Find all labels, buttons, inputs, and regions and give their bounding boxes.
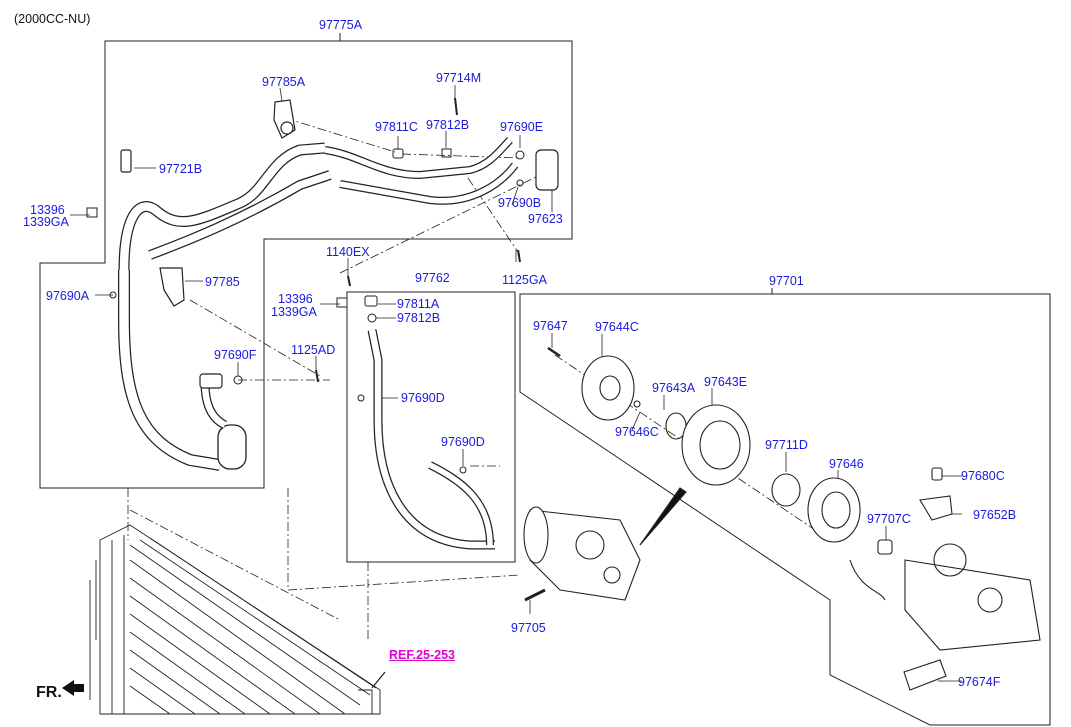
part-1339GA-a[interactable]: 1339GA — [23, 215, 69, 229]
part-13396-a[interactable]: 13396 — [30, 203, 65, 217]
group-97762[interactable]: 97762 — [415, 271, 450, 285]
part-97812B[interactable]: 97812B — [397, 311, 441, 325]
part-97811C[interactable]: 97811C — [375, 120, 418, 134]
part-97714M[interactable]: 97714M — [436, 71, 482, 85]
part-13396-b[interactable]: 13396 — [278, 292, 313, 306]
variant-label: (2000CC-NU) — [14, 12, 91, 26]
part-97705[interactable]: 97705 — [511, 621, 546, 635]
hose-97762-art — [315, 275, 495, 550]
part-97690A[interactable]: 97690A — [46, 289, 90, 303]
part-97785A[interactable]: 97785A — [262, 75, 306, 89]
part-97785[interactable]: 97785 — [205, 275, 240, 289]
part-97646[interactable]: 97646 — [829, 457, 864, 471]
frame-97762 — [346, 291, 516, 563]
part-97652B[interactable]: 97652B — [973, 508, 1017, 522]
part-1125GA[interactable]: 1125GA — [502, 273, 547, 287]
part-97711D[interactable]: 97711D — [765, 438, 808, 452]
group-97775A[interactable]: 97775A — [319, 18, 363, 32]
part-97721B[interactable]: 97721B — [159, 162, 203, 176]
part-97690B[interactable]: 97690B — [498, 196, 542, 210]
part-97646C[interactable]: 97646C — [615, 425, 659, 439]
part-97707C[interactable]: 97707C — [867, 512, 911, 526]
compressor-97701-art — [523, 346, 1041, 691]
frame-97701 — [519, 288, 1051, 726]
part-97623[interactable]: 97623 — [528, 212, 563, 226]
part-97690F[interactable]: 97690F — [214, 348, 257, 362]
group-97701[interactable]: 97701 — [769, 274, 804, 288]
part-97647[interactable]: 97647 — [533, 319, 568, 333]
condenser-art — [89, 524, 386, 715]
part-97644C[interactable]: 97644C — [595, 320, 639, 334]
direction-label: FR. — [36, 684, 62, 701]
ref-link[interactable]: REF.25-253 — [389, 648, 456, 662]
part-97811A[interactable]: 97811A — [397, 297, 440, 311]
frame-97775A — [39, 33, 573, 489]
part-1140EX[interactable]: 1140EX — [326, 245, 370, 259]
part-97680C[interactable]: 97680C — [961, 469, 1005, 483]
fr-arrow-icon — [62, 680, 84, 696]
hose-97775A-art — [86, 97, 559, 471]
part-97690E[interactable]: 97690E — [500, 120, 544, 134]
part-1339GA-b[interactable]: 1339GA — [271, 305, 317, 319]
part-97812B-top[interactable]: 97812B — [426, 118, 470, 132]
part-97643A[interactable]: 97643A — [652, 381, 696, 395]
part-97690D[interactable]: 97690D — [441, 435, 485, 449]
part-97690D-mid[interactable]: 97690D — [401, 391, 445, 405]
part-97643E[interactable]: 97643E — [704, 375, 748, 389]
part-1125AD[interactable]: 1125AD — [291, 343, 336, 357]
part-97674F[interactable]: 97674F — [958, 675, 1001, 689]
